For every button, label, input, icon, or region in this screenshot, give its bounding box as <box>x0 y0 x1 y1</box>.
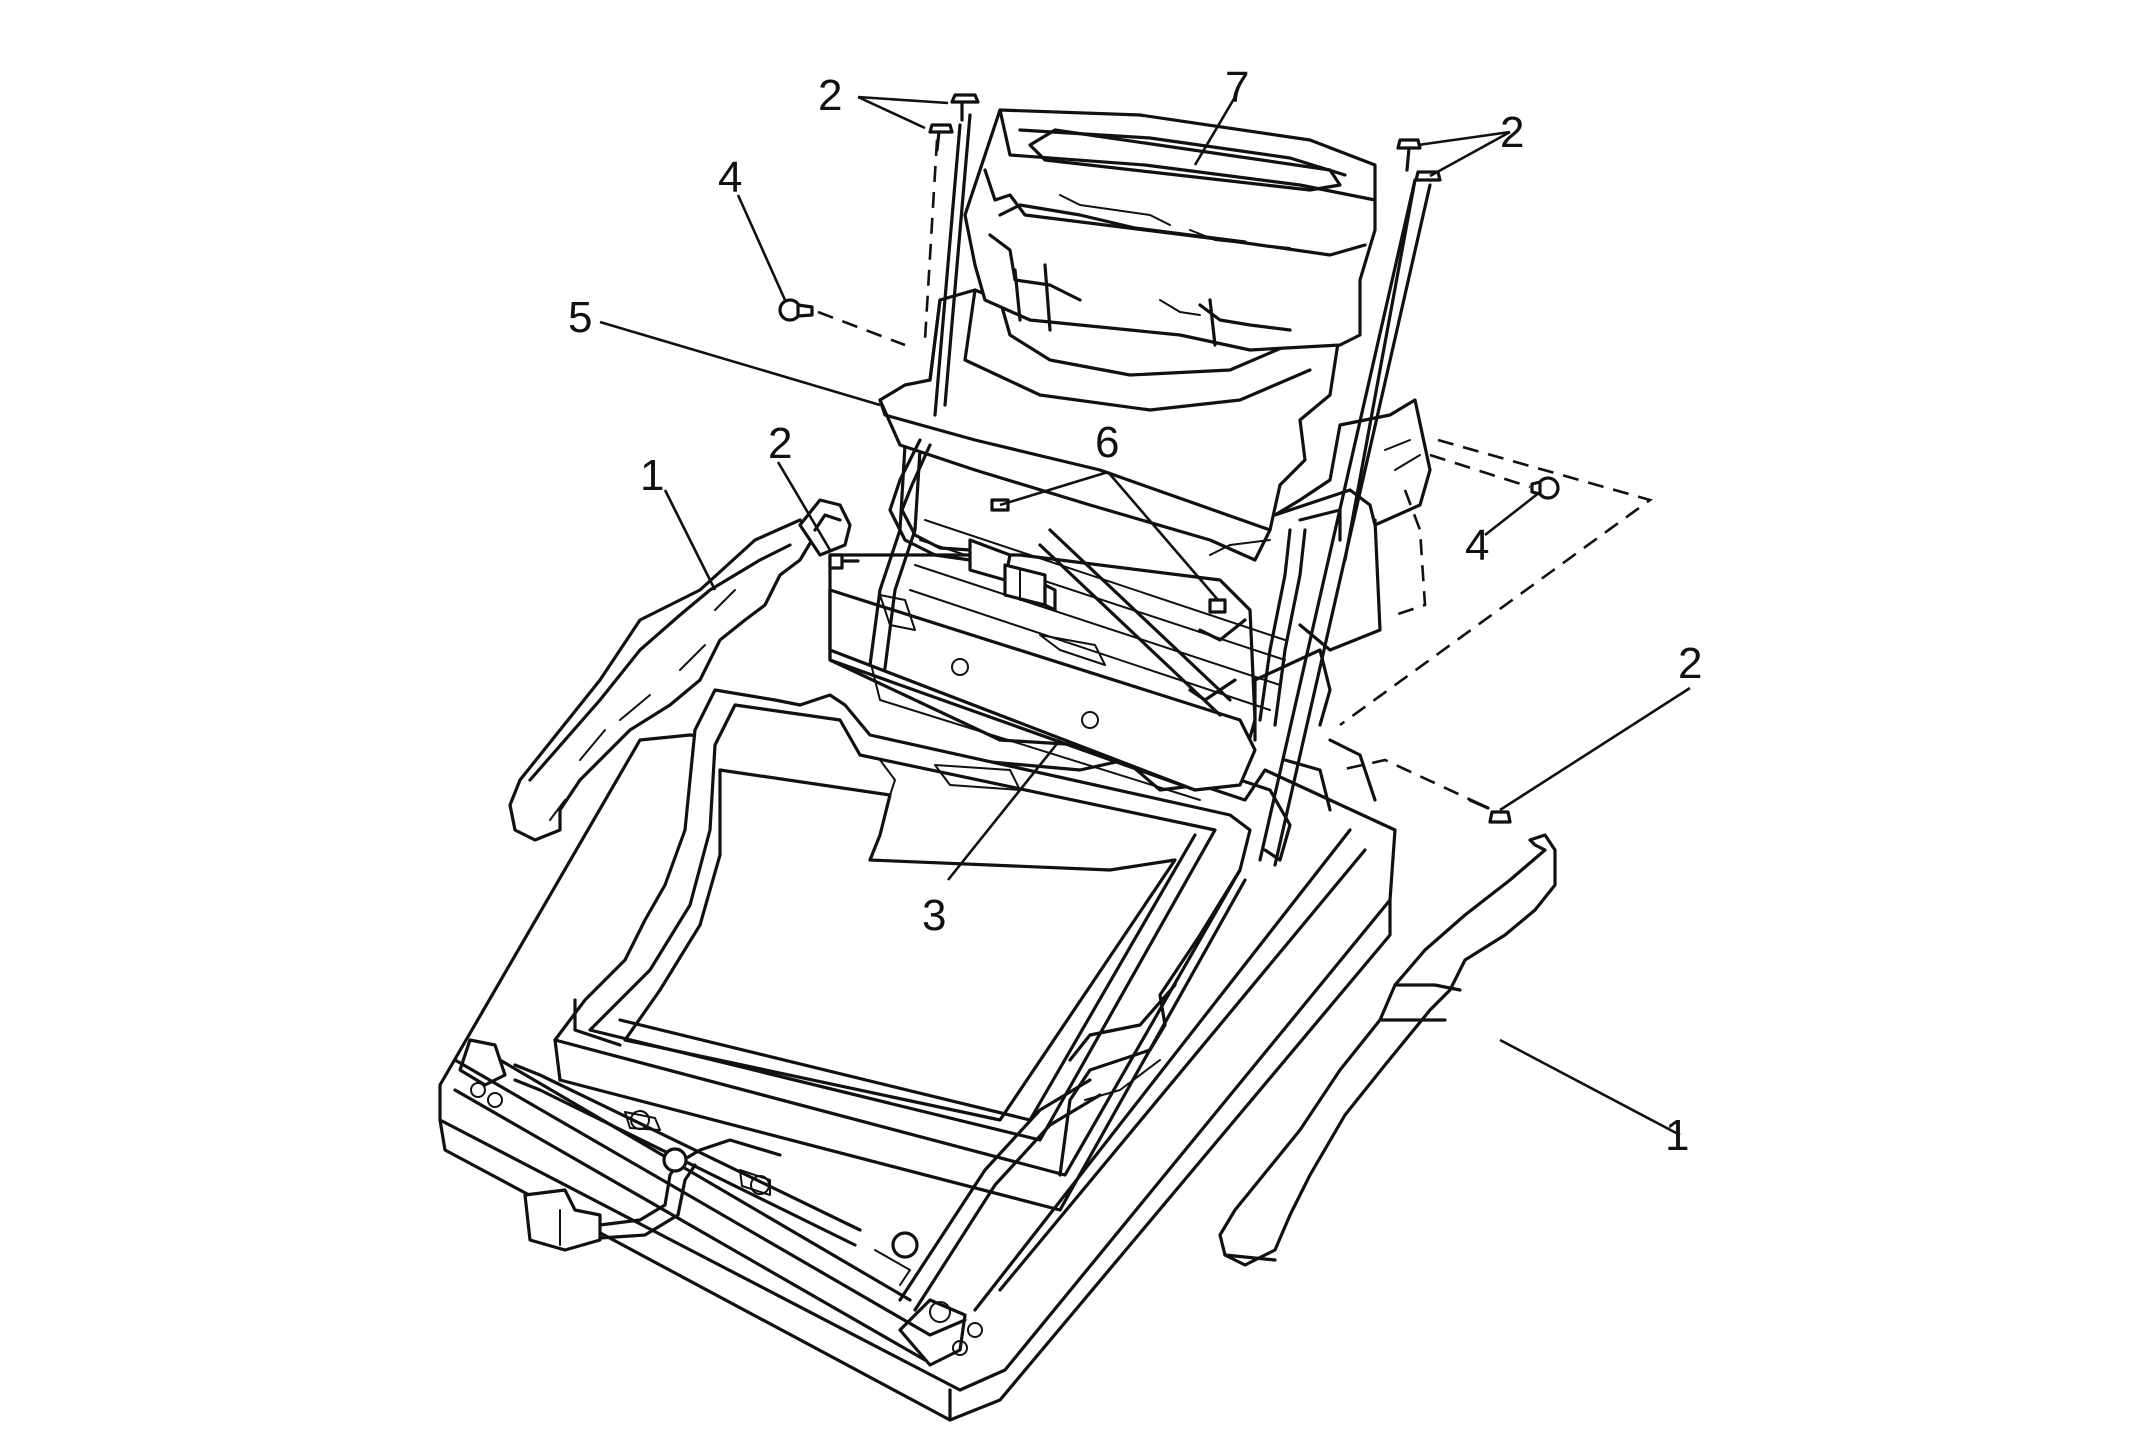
callout-4-right: 4 <box>1465 521 1489 570</box>
callout-2-top-left: 2 <box>818 71 842 120</box>
callout-4-left: 4 <box>718 153 742 202</box>
wire-harness-connector <box>523 1138 782 1252</box>
top-screws <box>923 93 1442 341</box>
headrest <box>963 108 1377 352</box>
side-track-rail <box>874 1078 1102 1312</box>
callout-2-lower-right: 2 <box>1678 639 1702 688</box>
left-side-shield <box>508 498 852 842</box>
callout-2-left-shield: 2 <box>768 419 792 468</box>
leader-lines <box>599 95 1691 1137</box>
lower-right-screw-2 <box>1339 758 1512 824</box>
left-shield-screw-2 <box>828 553 860 570</box>
callout-6: 6 <box>1095 418 1119 467</box>
headrest-rods <box>933 113 1432 867</box>
callout-1-right: 1 <box>1665 1111 1689 1160</box>
callout-7: 7 <box>1225 63 1249 112</box>
front-cross-tube <box>513 1063 862 1247</box>
seat-back-frame <box>828 398 1432 801</box>
seat-cushion-pan <box>553 688 1252 1212</box>
callout-5: 5 <box>568 293 592 342</box>
recliner-harness <box>888 438 1227 614</box>
left-screw-4 <box>778 298 906 347</box>
callout-labels: 1 1 2 2 2 2 3 4 4 5 6 7 <box>568 63 1702 1160</box>
callout-2-top-right: 2 <box>1500 108 1524 157</box>
callout-3: 3 <box>922 891 946 940</box>
right-screw-4 <box>1339 438 1653 727</box>
seat-back-panel <box>878 288 1342 562</box>
callout-1-left: 1 <box>640 451 664 500</box>
right-side-shield <box>1218 833 1557 1267</box>
